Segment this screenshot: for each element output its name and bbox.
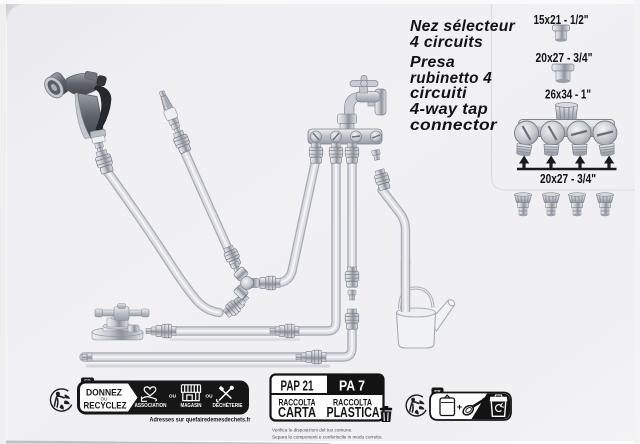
svg-text:CARTA: CARTA <box>278 405 316 421</box>
svg-text:Adresses sur quefairedemesdech: Adresses sur quefairedemesdechets.fr <box>150 417 252 424</box>
svg-text:26x34 - 1": 26x34 - 1" <box>545 87 591 102</box>
svg-text:DÉCHÈTERIE: DÉCHÈTERIE <box>213 401 243 409</box>
svg-text:4-way tap: 4-way tap <box>409 101 488 118</box>
svg-text:RACCOLTA: RACCOLTA <box>333 398 372 409</box>
svg-text:PLASTICA: PLASTICA <box>327 405 380 421</box>
svg-text:+: + <box>457 402 463 413</box>
svg-text:Separa le componenti e conferi: Separa le componenti e conferiscile in m… <box>272 435 383 440</box>
svg-text:RACCOLTA: RACCOLTA <box>279 398 316 409</box>
svg-text:Verifica le disposizioni del t: Verifica le disposizioni del tuo comune. <box>272 428 353 433</box>
svg-text:15x21 - 1/2": 15x21 - 1/2" <box>534 12 589 27</box>
svg-text:RECYCLEZ: RECYCLEZ <box>84 401 127 411</box>
svg-text:20x27 - 3/4": 20x27 - 3/4" <box>540 171 596 186</box>
svg-text:Presa: Presa <box>410 54 455 71</box>
svg-text:connector: connector <box>410 117 498 134</box>
svg-text:4 circuits: 4 circuits <box>409 34 483 51</box>
svg-text:ASSOCIATION: ASSOCIATION <box>135 403 167 409</box>
svg-text:OU: OU <box>169 394 177 400</box>
svg-text:PAP 21: PAP 21 <box>281 379 314 395</box>
svg-text:OU: OU <box>101 397 108 402</box>
svg-text:OU: OU <box>205 394 213 400</box>
svg-text:20x27 - 3/4": 20x27 - 3/4" <box>536 50 593 65</box>
svg-text:PA 7: PA 7 <box>339 379 365 395</box>
svg-text:MAGASIN: MAGASIN <box>181 403 202 409</box>
svg-text:DONNEZ: DONNEZ <box>86 388 122 398</box>
svg-text:circuiti: circuiti <box>410 85 467 102</box>
svg-text:rubinetto 4: rubinetto 4 <box>410 70 492 87</box>
svg-text:Nez sélecteur: Nez sélecteur <box>410 18 515 35</box>
